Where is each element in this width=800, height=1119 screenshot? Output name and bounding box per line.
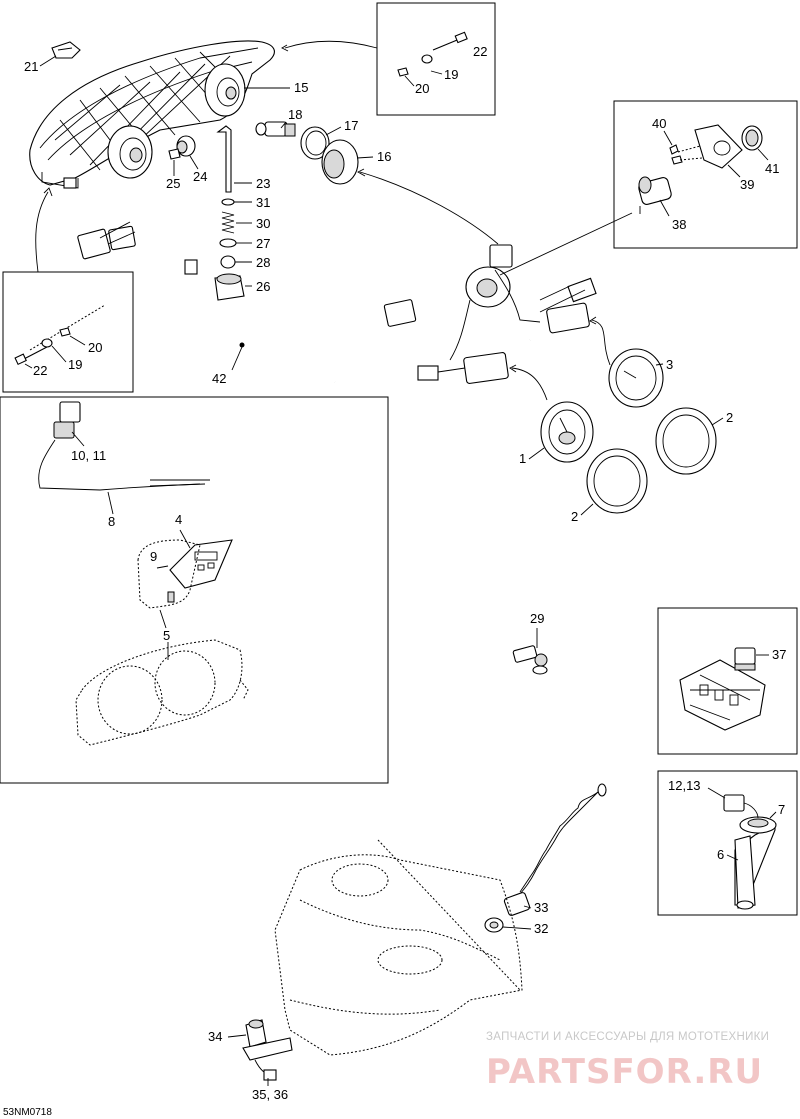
gauge-1-part (540, 401, 594, 463)
sensor-38-part (638, 176, 672, 214)
watermark-caption: ЗАПЧАСТИ И АКСЕССУАРЫ ДЛЯ МОТОТЕХНИКИ (486, 1031, 769, 1043)
callout-12-13: 12,13 (668, 778, 701, 793)
callout-4: 4 (175, 512, 182, 527)
callout-3: 3 (666, 357, 673, 372)
inset-box-fuse-box (657, 607, 798, 755)
callout-34: 34 (208, 1029, 222, 1044)
watermark-brand: PARTSFOR.RU (486, 1052, 763, 1092)
washer-31-part (221, 198, 235, 206)
callout-10-11: 10, 11 (71, 448, 106, 463)
gear-41-part (741, 125, 763, 151)
adjuster-rod-23-part (216, 125, 232, 193)
callout-27: 27 (256, 236, 270, 251)
callout-23: 23 (256, 176, 270, 191)
relay-37-part (734, 647, 756, 671)
boot-16-part (321, 139, 359, 185)
callout-40: 40 (652, 116, 666, 131)
tether-cord-33-part (503, 783, 607, 916)
console-outline (274, 839, 523, 1056)
switch-harness-35-36 (242, 1037, 293, 1081)
inset-box-fasteners-top (376, 2, 496, 116)
nut-20-left (59, 327, 71, 337)
wiring-harness-42 (77, 221, 597, 389)
callout-1: 1 (519, 451, 526, 466)
callout-2-lower: 2 (571, 509, 578, 524)
callout-9: 9 (150, 549, 157, 564)
nut-28-part (220, 255, 236, 269)
callout-42: 42 (212, 371, 226, 386)
callout-5: 5 (163, 628, 170, 643)
callout-41: 41 (765, 161, 779, 176)
inset-box-fasteners-left (2, 271, 134, 393)
inset-box-sensor-38 (613, 100, 798, 249)
callout-6: 6 (717, 847, 724, 862)
callout-20-top: 20 (415, 81, 429, 96)
nut-20-top (397, 67, 409, 77)
washer-19-top (421, 54, 433, 64)
washer-19-left (41, 338, 53, 348)
fuse-box-part (679, 659, 766, 731)
callout-2-upper: 2 (726, 410, 733, 425)
screw-9-part (156, 565, 169, 569)
gauge-3-part (608, 348, 664, 408)
knob-26-part (214, 273, 245, 301)
callout-28: 28 (256, 255, 270, 270)
screw-22-left (14, 346, 48, 366)
sender-connector-12-13 (723, 794, 759, 819)
nut-25-part (168, 148, 181, 160)
bulb-18-part (255, 121, 296, 137)
bezel-2-lower-part (586, 448, 648, 514)
washer-27-part (219, 238, 237, 248)
callout-22-top: 22 (473, 44, 487, 59)
callout-17: 17 (344, 118, 358, 133)
inset-box-fuel-sender (657, 770, 798, 916)
speed-sensor-cable-8 (38, 439, 201, 491)
callout-31: 31 (256, 195, 270, 210)
bracket-39-part (694, 124, 743, 169)
callout-32: 32 (534, 921, 548, 936)
cap-7-part (739, 816, 777, 834)
callout-20-left: 20 (88, 340, 102, 355)
callout-15: 15 (294, 80, 308, 95)
callout-37: 37 (772, 647, 786, 662)
screw-40-part (669, 144, 679, 155)
callout-7: 7 (778, 802, 785, 817)
button-34-part (245, 1019, 267, 1048)
callout-33: 33 (534, 900, 548, 915)
key-switch-29-part (512, 645, 548, 675)
callout-18: 18 (288, 107, 302, 122)
callout-35-36: 35, 36 (252, 1087, 288, 1102)
callout-29: 29 (530, 611, 544, 626)
callout-8: 8 (108, 514, 115, 529)
inset-box-gauge-cluster (0, 396, 389, 784)
spring-30-part (221, 211, 235, 234)
drawing-code: 53NM0718 (3, 1107, 52, 1118)
fuel-sender-6-part (734, 824, 776, 910)
callout-26: 26 (256, 279, 270, 294)
headlight-assembly (29, 40, 275, 189)
callout-21: 21 (24, 59, 38, 74)
callout-19-left: 19 (68, 357, 82, 372)
grommet-24-part (176, 135, 196, 157)
speed-sensor-connector-10-11 (53, 401, 81, 439)
display-panel-4-part (169, 539, 233, 589)
callout-39: 39 (740, 177, 754, 192)
callout-22-left: 22 (33, 363, 47, 378)
bezel-2-upper-part (655, 407, 717, 475)
callout-38: 38 (672, 217, 686, 232)
callout-19-top: 19 (444, 67, 458, 82)
instrument-bezel-outline (75, 639, 249, 746)
callout-24: 24 (193, 169, 207, 184)
callout-25: 25 (166, 176, 180, 191)
cluster-housing-5-part (137, 539, 201, 609)
clip-21-part (51, 41, 81, 59)
callout-16: 16 (377, 149, 391, 164)
screw-22-top (432, 31, 468, 51)
callout-30: 30 (256, 216, 270, 231)
